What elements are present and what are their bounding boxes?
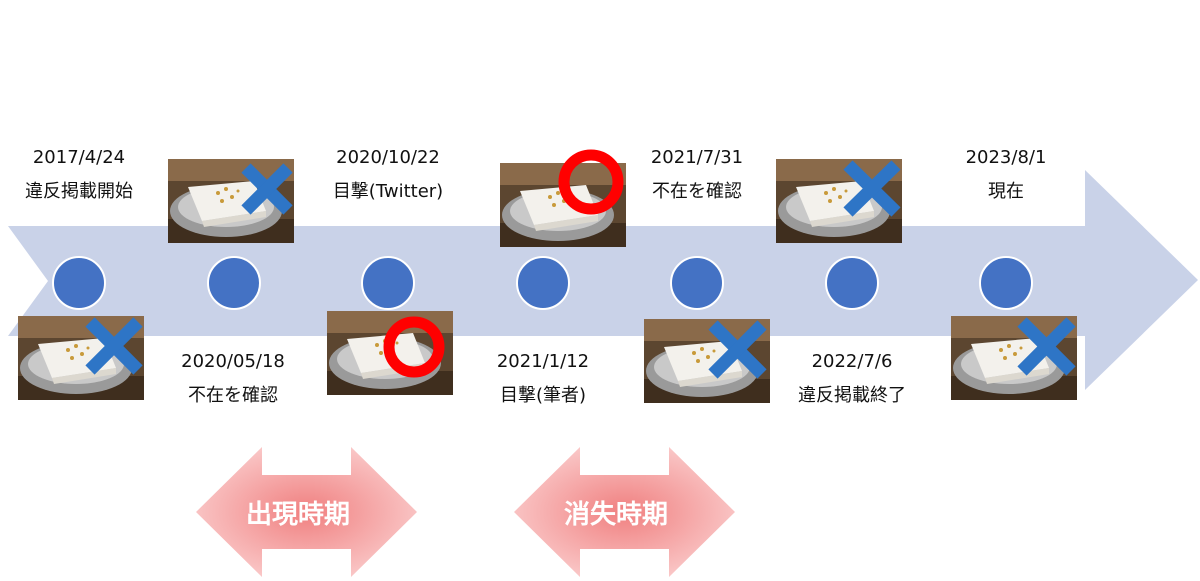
event-2022-end: 2022/7/6 違反掲載終了	[762, 345, 942, 413]
timeline-dot	[516, 256, 570, 310]
timeline-dot	[670, 256, 724, 310]
event-date: 2017/4/24	[32, 147, 126, 168]
event-label: 違反掲載終了	[798, 385, 906, 406]
event-label: 不在を確認	[188, 385, 278, 406]
timeline-dot	[979, 256, 1033, 310]
event-date: 2022/7/6	[811, 351, 893, 372]
period-arrow-appearance	[196, 447, 417, 577]
event-2021-sighting: 2021/1/12 目撃(筆者)	[453, 345, 633, 413]
event-2021-absent: 2021/7/31 不在を確認	[607, 141, 787, 209]
circle-icon	[558, 149, 624, 215]
cross-icon	[708, 320, 767, 379]
timeline-dot	[361, 256, 415, 310]
event-date: 2021/7/31	[650, 147, 744, 168]
event-date: 2020/10/22	[336, 147, 440, 168]
period-label-appearance: 出現時期	[246, 500, 351, 530]
timeline-dot	[52, 256, 106, 310]
timeline-dot	[825, 256, 879, 310]
event-label: 不在を確認	[652, 181, 742, 202]
event-date: 2021/1/12	[496, 351, 590, 372]
event-label: 現在	[988, 181, 1024, 202]
event-date: 2023/8/1	[965, 147, 1047, 168]
cross-icon	[85, 317, 143, 375]
event-label: 目撃(Twitter)	[332, 181, 444, 202]
event-label: 目撃(筆者)	[499, 385, 587, 406]
event-2017-start: 2017/4/24 違反掲載開始	[0, 141, 169, 209]
cross-icon	[241, 163, 293, 215]
cross-icon	[843, 160, 901, 217]
timeline-dot	[207, 256, 261, 310]
event-2020-sighting: 2020/10/22 目撃(Twitter)	[298, 141, 478, 209]
event-date: 2020/05/18	[181, 351, 285, 372]
period-label-disappearance: 消失時期	[564, 500, 669, 530]
circle-icon	[383, 316, 445, 378]
event-2020-absent: 2020/05/18 不在を確認	[143, 345, 323, 413]
event-2023-now: 2023/8/1 現在	[916, 141, 1096, 209]
period-arrow-disappearance	[514, 447, 735, 577]
cross-icon	[1017, 317, 1076, 376]
event-label: 違反掲載開始	[25, 181, 133, 202]
